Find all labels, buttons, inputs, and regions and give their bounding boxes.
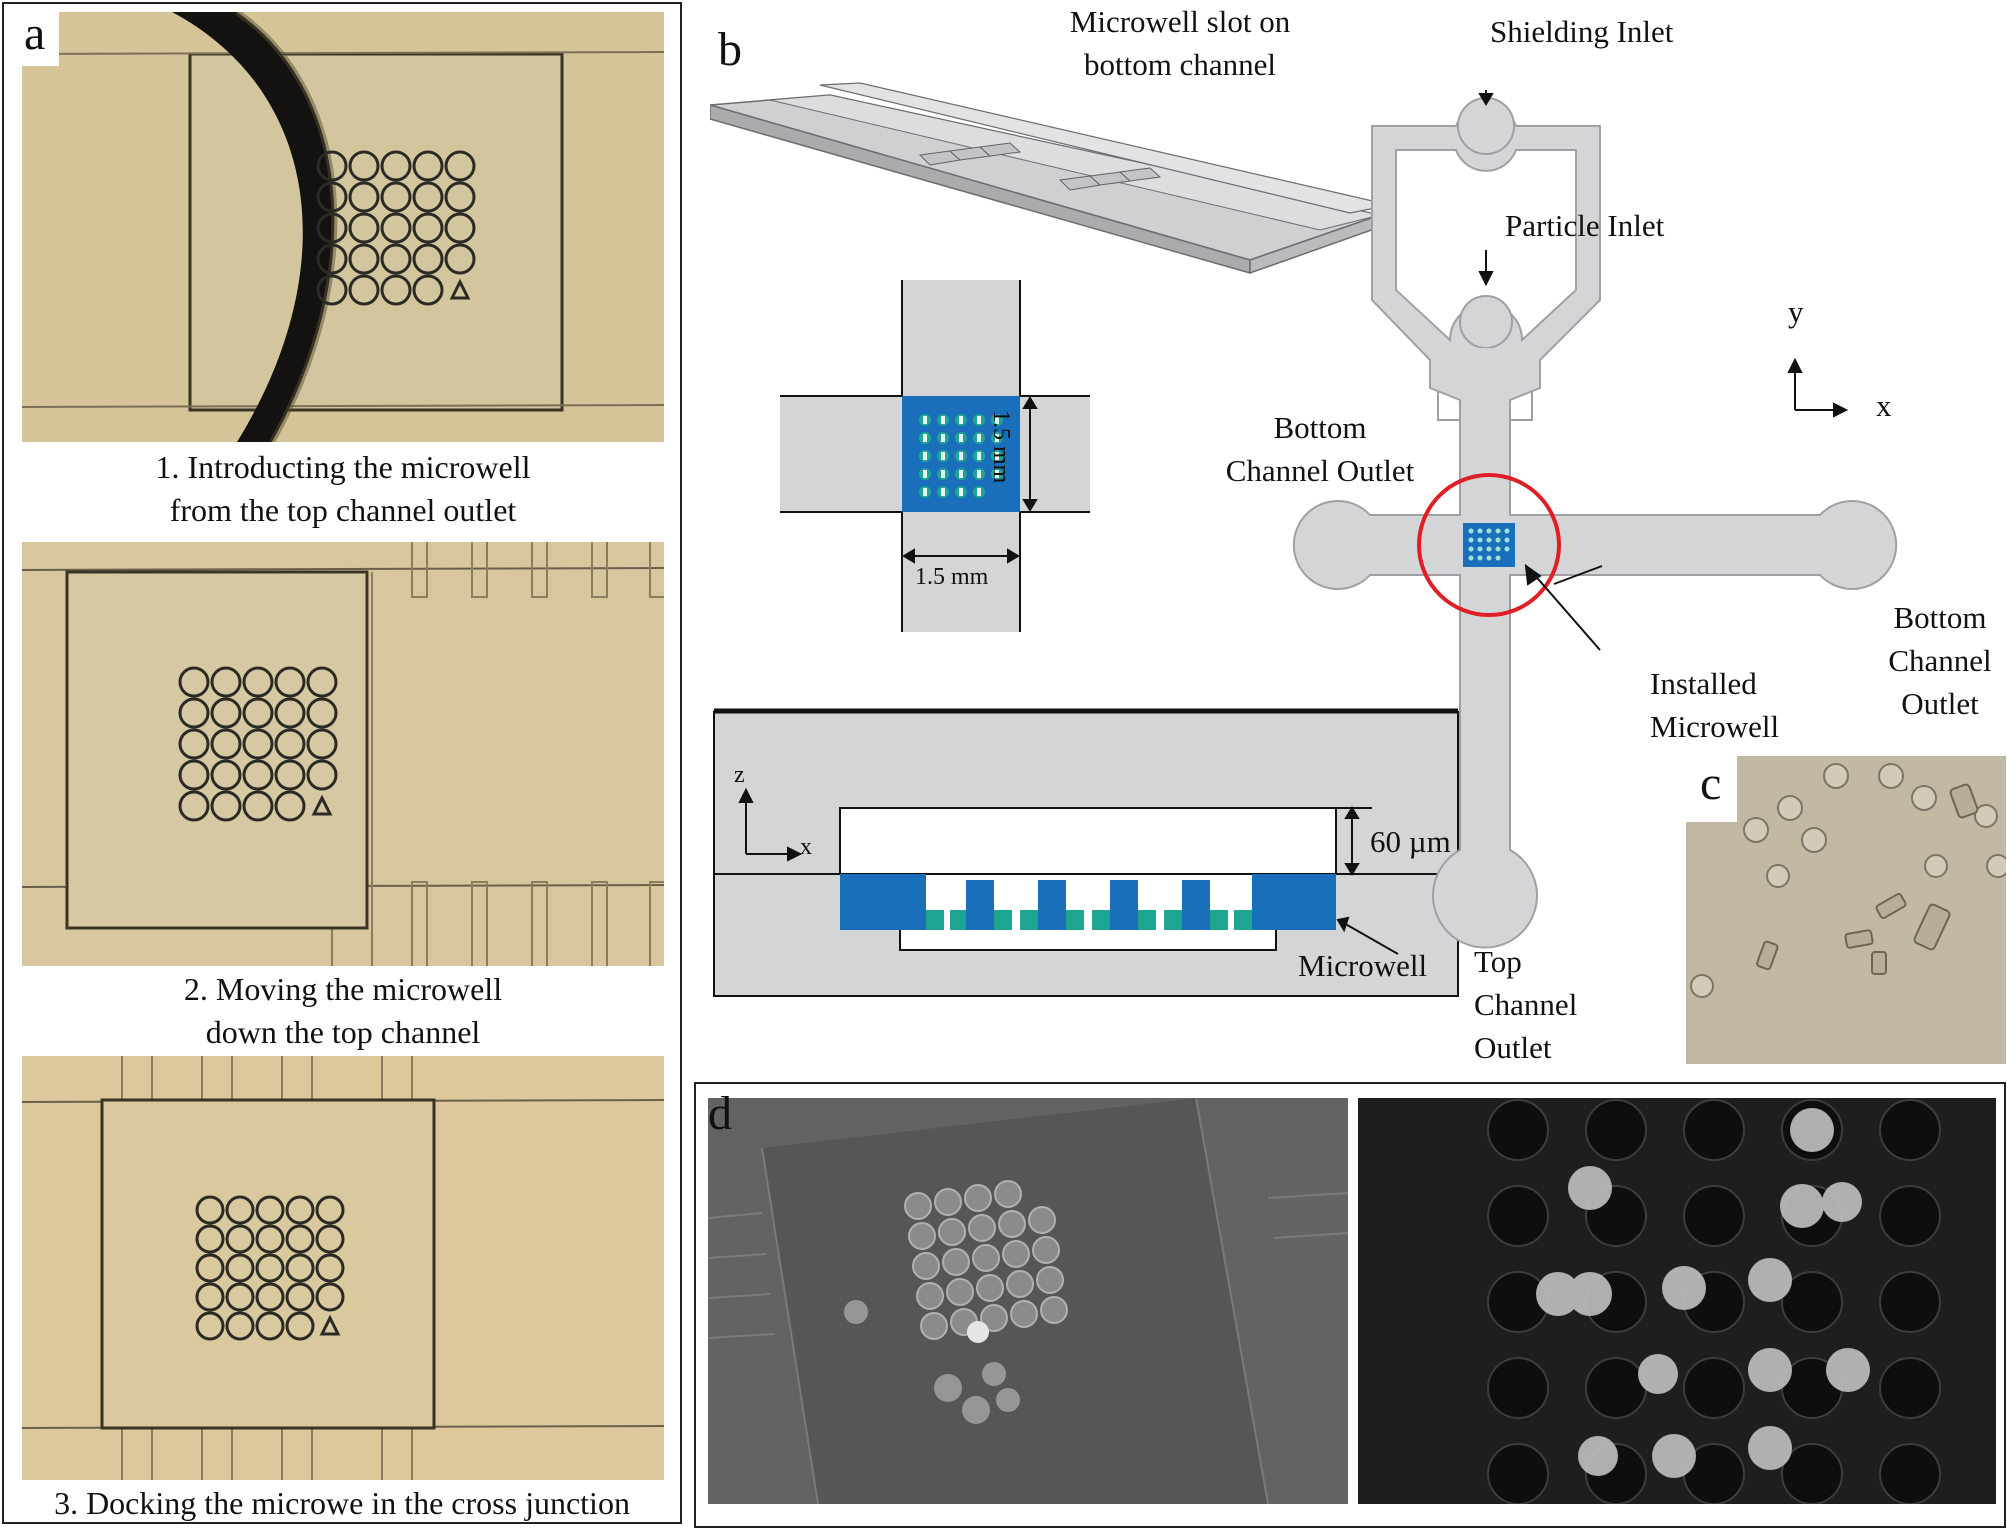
panel-d-fluorescence-left — [708, 1098, 1348, 1504]
panel-label-d: d — [708, 1087, 732, 1140]
microwell-label: Microwell — [1298, 948, 1428, 983]
panel-a-photo-1 — [22, 12, 664, 442]
panel-label-c: c — [1686, 756, 1738, 822]
label-line: Outlet — [1474, 1030, 1552, 1065]
label-line: Top — [1474, 944, 1522, 979]
panel-a-caption-3: 3. Docking the microwe in the cross junc… — [2, 1482, 682, 1525]
panel-d-fluorescence-right — [1358, 1098, 1996, 1504]
axis-x-main-label: x — [1876, 388, 1892, 423]
panel-label-a: a — [10, 6, 60, 66]
depth-label: 60 µm — [1370, 824, 1451, 859]
label-line: Microwell — [1650, 709, 1780, 744]
channel-schematic — [1270, 90, 1960, 1050]
microwell-slot-3d-model — [710, 55, 1390, 275]
panel-a-photo-3 — [22, 1056, 664, 1480]
axis-x-label: x — [800, 834, 812, 860]
caption-line: from the top channel outlet — [169, 492, 517, 528]
top-outlet-label: Top Channel Outlet — [1474, 940, 1577, 1069]
label-line: Bottom — [1893, 600, 1987, 635]
dim-vertical-label: 1.5 mm — [988, 410, 1014, 484]
installed-microwell-label: Installed Microwell — [1650, 662, 1779, 748]
cross-junction-top-view — [780, 280, 1090, 632]
caption-line: 1. Introducting the microwell — [155, 449, 531, 485]
label-line: Outlet — [1901, 686, 1979, 721]
caption-line: down the top channel — [205, 1014, 481, 1050]
panel-a-photo-2 — [22, 542, 664, 966]
particle-inlet-label: Particle Inlet — [1505, 208, 1665, 243]
panel-a-caption-2: 2. Moving the microwell down the top cha… — [22, 968, 664, 1054]
cross-section-view — [712, 708, 1462, 1000]
axis-z-label: z — [734, 762, 745, 788]
axis-y-label: y — [1788, 294, 1804, 329]
label-line: Channel — [1888, 643, 1992, 678]
caption-line: 3. Docking the microwe in the cross junc… — [54, 1485, 630, 1521]
slot-label-line: Microwell slot on — [1069, 4, 1291, 39]
panel-a-frame — [2, 2, 682, 1524]
slot-label-line: bottom channel — [1084, 47, 1276, 82]
shielding-inlet-label: Shielding Inlet — [1490, 14, 1674, 49]
microwell-slot-label: Microwell slot on bottom channel — [1000, 0, 1360, 86]
panel-label-b: b — [706, 22, 754, 78]
label-line: Bottom — [1273, 410, 1367, 445]
label-line: Channel — [1474, 987, 1578, 1022]
bottom-outlet-left-label: Bottom Channel Outlet — [1200, 406, 1440, 492]
panel-d-frame — [694, 1082, 2006, 1528]
dim-horizontal-label: 1.5 mm — [915, 564, 989, 590]
label-line: Installed — [1650, 666, 1757, 701]
caption-line: 2. Moving the microwell — [183, 971, 503, 1007]
label-line: Channel Outlet — [1225, 453, 1415, 488]
panel-c-micrograph — [1686, 756, 2006, 1064]
bottom-outlet-right-label: Bottom Channel Outlet — [1870, 596, 2007, 725]
panel-a-caption-1: 1. Introducting the microwell from the t… — [22, 446, 664, 532]
